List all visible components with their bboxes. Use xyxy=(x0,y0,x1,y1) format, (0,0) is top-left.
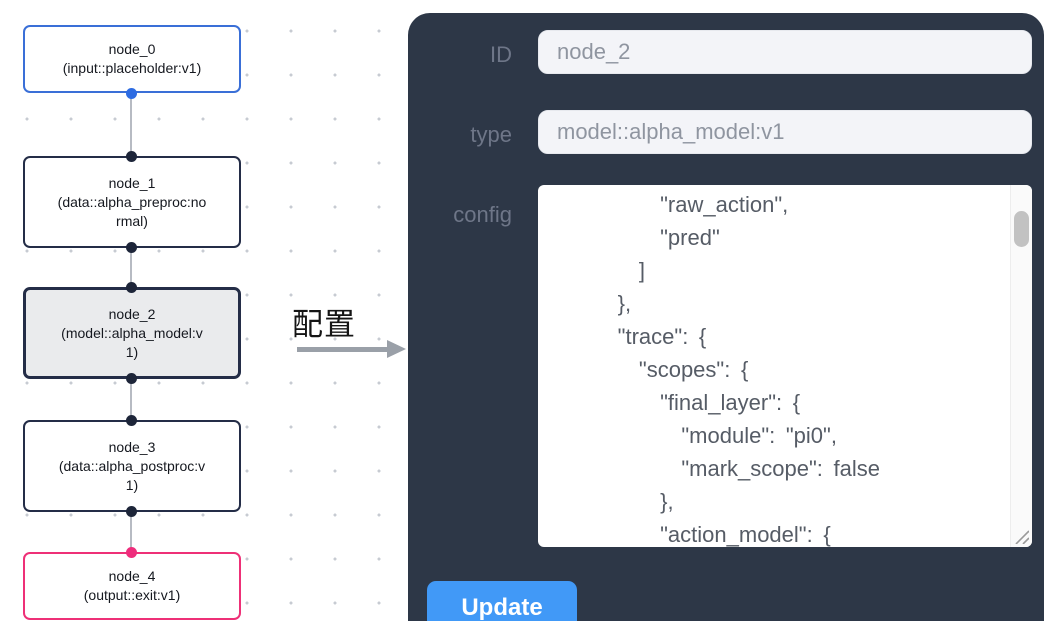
port-node2-input[interactable] xyxy=(126,282,137,293)
node-name: node_0 xyxy=(108,41,156,57)
update-button[interactable]: Update xyxy=(427,581,577,621)
graph-node-node_1[interactable]: node_1 (data::alpha_preproc:normal) xyxy=(23,156,241,248)
port-node3-input[interactable] xyxy=(126,415,137,426)
node-type: (input::placeholder:v1) xyxy=(62,60,202,76)
node-type: (data::alpha_preproc:normal) xyxy=(57,193,207,229)
port-node3-output[interactable] xyxy=(126,506,137,517)
configure-label: 配置 xyxy=(292,307,356,342)
config-scrollbar-track[interactable] xyxy=(1010,185,1032,547)
node-graph-canvas: node_0 (input::placeholder:v1) node_1 (d… xyxy=(0,0,410,643)
node-type: (data::alpha_postproc:v1) xyxy=(58,457,206,493)
resize-handle-icon[interactable] xyxy=(1014,529,1029,544)
id-input[interactable]: node_2 xyxy=(538,30,1032,74)
configure-arrow-icon xyxy=(297,340,409,358)
edge-node0-node1 xyxy=(130,93,132,157)
edge-node3-node4 xyxy=(130,511,132,553)
type-input[interactable]: model::alpha_model:v1 xyxy=(538,110,1032,154)
node-type: (model::alpha_model:v1) xyxy=(61,324,203,360)
edge-node1-node2 xyxy=(130,247,132,288)
graph-node-node_0[interactable]: node_0 (input::placeholder:v1) xyxy=(23,25,241,93)
node-name: node_1 xyxy=(108,174,156,191)
node-name: node_2 xyxy=(108,305,156,322)
node-name: node_3 xyxy=(108,438,156,455)
graph-node-node_4[interactable]: node_4 (output::exit:v1) xyxy=(23,552,241,620)
port-node1-output[interactable] xyxy=(126,242,137,253)
node-type: (output::exit:v1) xyxy=(83,587,181,603)
graph-node-node_3[interactable]: node_3 (data::alpha_postproc:v1) xyxy=(23,420,241,512)
arrow-shaft xyxy=(297,347,389,352)
type-field-label: type xyxy=(470,122,512,147)
port-node4-input[interactable] xyxy=(126,547,137,558)
config-scrollbar-thumb[interactable] xyxy=(1014,211,1029,247)
id-field-label: ID xyxy=(490,42,512,67)
port-node2-output[interactable] xyxy=(126,373,137,384)
port-node0-output[interactable] xyxy=(126,88,137,99)
node-name: node_4 xyxy=(108,568,156,584)
config-textarea[interactable]: "raw_action", "pred" ] }, "trace": { "sc… xyxy=(538,185,1032,547)
node-config-panel: ID node_2 type model::alpha_model:v1 con… xyxy=(408,13,1044,621)
port-node1-input[interactable] xyxy=(126,151,137,162)
graph-node-node_2-selected[interactable]: node_2 (model::alpha_model:v1) xyxy=(23,287,241,379)
arrow-head xyxy=(387,340,406,358)
config-json-text: "raw_action", "pred" ] }, "trace": { "sc… xyxy=(617,192,880,547)
config-field-label: config xyxy=(453,202,512,227)
edge-node2-node3 xyxy=(130,378,132,421)
